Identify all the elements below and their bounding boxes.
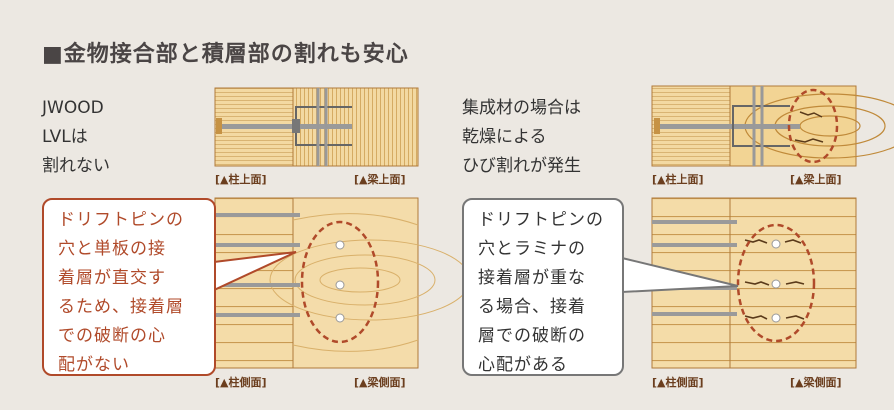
callout-line: 接着層が重な <box>478 268 586 288</box>
highlight-circle <box>736 223 816 343</box>
highlight-circle <box>300 220 380 344</box>
caption-column-top: [▲柱上面] <box>215 173 267 186</box>
left-side-view <box>214 197 471 369</box>
left-label-line: 割れない <box>42 156 110 176</box>
caption-beam-top: [▲梁上面] <box>790 173 842 186</box>
callout-line: 層での破断の <box>478 326 586 346</box>
right-label-line: 集成材の場合は <box>462 98 581 118</box>
callout-line: 心配がある <box>478 355 568 375</box>
callout-line: 穴と単板の接 <box>58 239 166 259</box>
callout-line: 穴とラミナの <box>478 239 586 259</box>
drift-pin <box>660 124 800 129</box>
caption-column-side: [▲柱側面] <box>652 376 704 389</box>
callout-left: ドリフトピンの 穴と単板の接 着層が直交す るため、接着層 での破断の心 配がな… <box>42 198 216 376</box>
left-label-line: LVLは <box>42 127 88 147</box>
left-label: JWOOD LVLは 割れない <box>42 94 110 181</box>
callout-line: るため、接着層 <box>58 297 184 317</box>
callout-right: ドリフトピンの 穴とラミナの 接着層が重な る場合、接着 層での破断の 心配があ… <box>462 198 624 376</box>
highlight-circle <box>787 88 839 164</box>
caption-beam-side: [▲梁側面] <box>354 376 406 389</box>
right-label: 集成材の場合は 乾燥による ひび割れが発生 <box>462 94 581 181</box>
callout-line: 配がない <box>58 355 130 375</box>
callout-line: 着層が直交す <box>58 268 166 288</box>
left-beam-side <box>292 197 419 369</box>
caption-column-top: [▲柱上面] <box>652 173 704 186</box>
drift-pin <box>222 124 352 129</box>
caption-column-side: [▲柱側面] <box>215 376 267 389</box>
right-label-line: ひび割れが発生 <box>462 156 581 176</box>
page-title: ■金物接合部と積層部の割れも安心 <box>42 42 409 67</box>
right-top-view <box>651 85 894 167</box>
callout-line: ドリフトピンの <box>478 210 604 230</box>
left-top-view <box>214 87 419 167</box>
callout-line: ドリフトピンの <box>58 210 184 230</box>
caption-beam-top: [▲梁上面] <box>354 173 406 186</box>
callout-line: での破断の心 <box>58 326 166 346</box>
callout-line: る場合、接着 <box>478 297 586 317</box>
crack <box>794 111 824 143</box>
right-label-line: 乾燥による <box>462 127 547 147</box>
caption-beam-side: [▲梁側面] <box>790 376 842 389</box>
left-label-line: JWOOD <box>42 98 104 118</box>
